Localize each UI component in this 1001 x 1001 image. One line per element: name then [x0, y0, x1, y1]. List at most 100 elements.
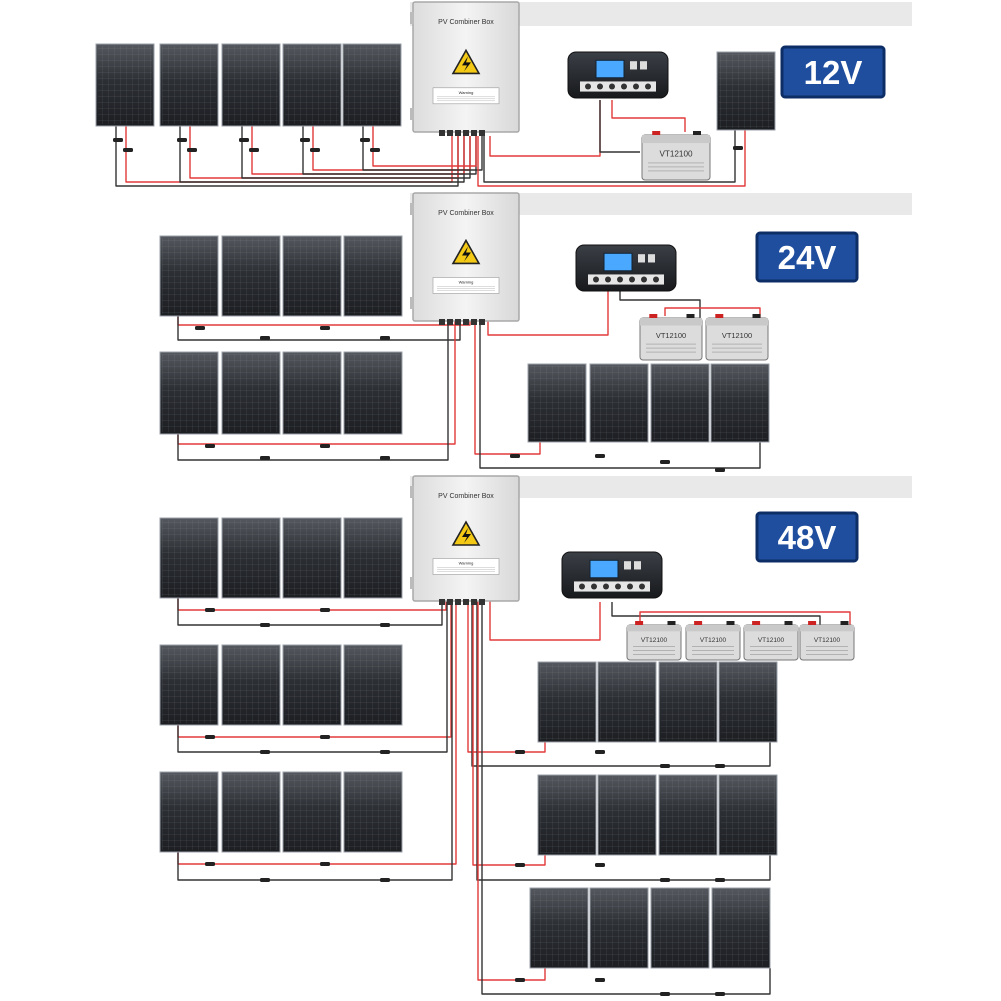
- mc4-connector: [260, 750, 270, 754]
- mc4-connector: [595, 863, 605, 867]
- wire-negative: [483, 130, 736, 183]
- mc4-connector: [715, 992, 725, 996]
- terminal-screw: [585, 83, 591, 90]
- battery-label: VT12100: [758, 637, 785, 644]
- cable-gland: [439, 599, 445, 605]
- cable-gland: [439, 130, 445, 136]
- wire-negative: [481, 598, 771, 995]
- wire-positive: [489, 598, 601, 641]
- solar-panel: [343, 771, 403, 853]
- cable-gland: [463, 130, 469, 136]
- lcd-screen: [595, 59, 625, 79]
- mc4-connector: [510, 454, 520, 458]
- terminal-screw: [627, 583, 633, 590]
- mc4-connector: [123, 148, 133, 152]
- solar-panel: [221, 644, 281, 726]
- wiring-24v: [177, 285, 761, 472]
- wire-positive: [664, 307, 761, 318]
- solar-panel: [711, 887, 771, 969]
- terminal-screw: [603, 583, 609, 590]
- solar-panel: [221, 43, 281, 127]
- lightning-icon: [462, 528, 471, 543]
- mc4-connector: [660, 460, 670, 464]
- battery: VT12100: [799, 621, 855, 661]
- battery-label: VT12100: [814, 637, 841, 644]
- mc4-connector: [260, 878, 270, 882]
- wire-negative: [479, 318, 761, 469]
- terminal-screw: [579, 583, 585, 590]
- mc4-connector: [113, 138, 123, 142]
- usb-port-icon: [640, 61, 647, 70]
- solar-panel: [716, 51, 776, 131]
- voltage-badge-48v: 48V: [755, 511, 859, 563]
- solar-panel: [710, 363, 770, 443]
- wire-negative: [115, 126, 459, 187]
- usb-port-icon: [624, 561, 631, 570]
- cable-gland: [471, 130, 477, 136]
- wire-positive: [611, 100, 686, 132]
- mc4-connector: [660, 764, 670, 768]
- battery-label: VT12100: [722, 331, 752, 340]
- solar-panel: [650, 363, 710, 443]
- mc4-connector: [733, 146, 743, 150]
- solar-panel: [159, 235, 219, 317]
- charge-controller-12v: [567, 51, 669, 99]
- solar-panel: [282, 517, 342, 599]
- terminal-screw: [621, 83, 627, 90]
- wire-negative: [611, 602, 821, 625]
- solar-panel: [342, 43, 402, 127]
- usb-port-icon: [648, 254, 655, 263]
- voltage-label: 24V: [778, 239, 837, 276]
- voltage-badge-12v: 12V: [780, 45, 886, 99]
- battery: VT12100: [641, 131, 711, 181]
- mc4-connector: [380, 878, 390, 882]
- battery-bank-12v: VT12100: [641, 131, 711, 181]
- battery-label: VT12100: [700, 637, 727, 644]
- background-band: [410, 193, 912, 215]
- background-band: [410, 476, 912, 498]
- voltage-badge-24v: 24V: [755, 231, 859, 283]
- mc4-connector: [205, 735, 215, 739]
- cable-gland: [479, 319, 485, 325]
- mc4-connector: [660, 878, 670, 882]
- mc4-connector: [380, 456, 390, 460]
- wire-positive: [487, 285, 609, 336]
- terminal-screw: [605, 276, 611, 283]
- cable-gland: [471, 599, 477, 605]
- cable-gland: [471, 319, 477, 325]
- solar-panel: [537, 661, 597, 743]
- wire-positive: [477, 598, 546, 981]
- wire-positive: [474, 318, 541, 455]
- solar-panel: [282, 351, 342, 435]
- wire-negative: [177, 316, 461, 341]
- mc4-connector: [660, 992, 670, 996]
- mc4-connector: [310, 148, 320, 152]
- mc4-connector: [515, 978, 525, 982]
- wire-positive: [639, 611, 851, 630]
- lightning-icon: [462, 246, 471, 262]
- mc4-connector: [260, 456, 270, 460]
- wire-negative: [362, 126, 483, 171]
- terminal-screw: [617, 276, 623, 283]
- lcd-screen: [603, 252, 633, 272]
- terminal-screw: [639, 583, 645, 590]
- terminal-screw: [597, 83, 603, 90]
- cable-gland: [439, 319, 445, 325]
- usb-port-icon: [634, 561, 641, 570]
- mc4-connector: [205, 444, 215, 448]
- wire-positive: [472, 598, 546, 866]
- mc4-connector: [300, 138, 310, 142]
- terminal-screw: [629, 276, 635, 283]
- terminal-screw: [591, 583, 597, 590]
- cable-gland: [463, 319, 469, 325]
- mc4-connector: [595, 978, 605, 982]
- panel-array-48v: [159, 517, 778, 969]
- solar-panel: [159, 771, 219, 853]
